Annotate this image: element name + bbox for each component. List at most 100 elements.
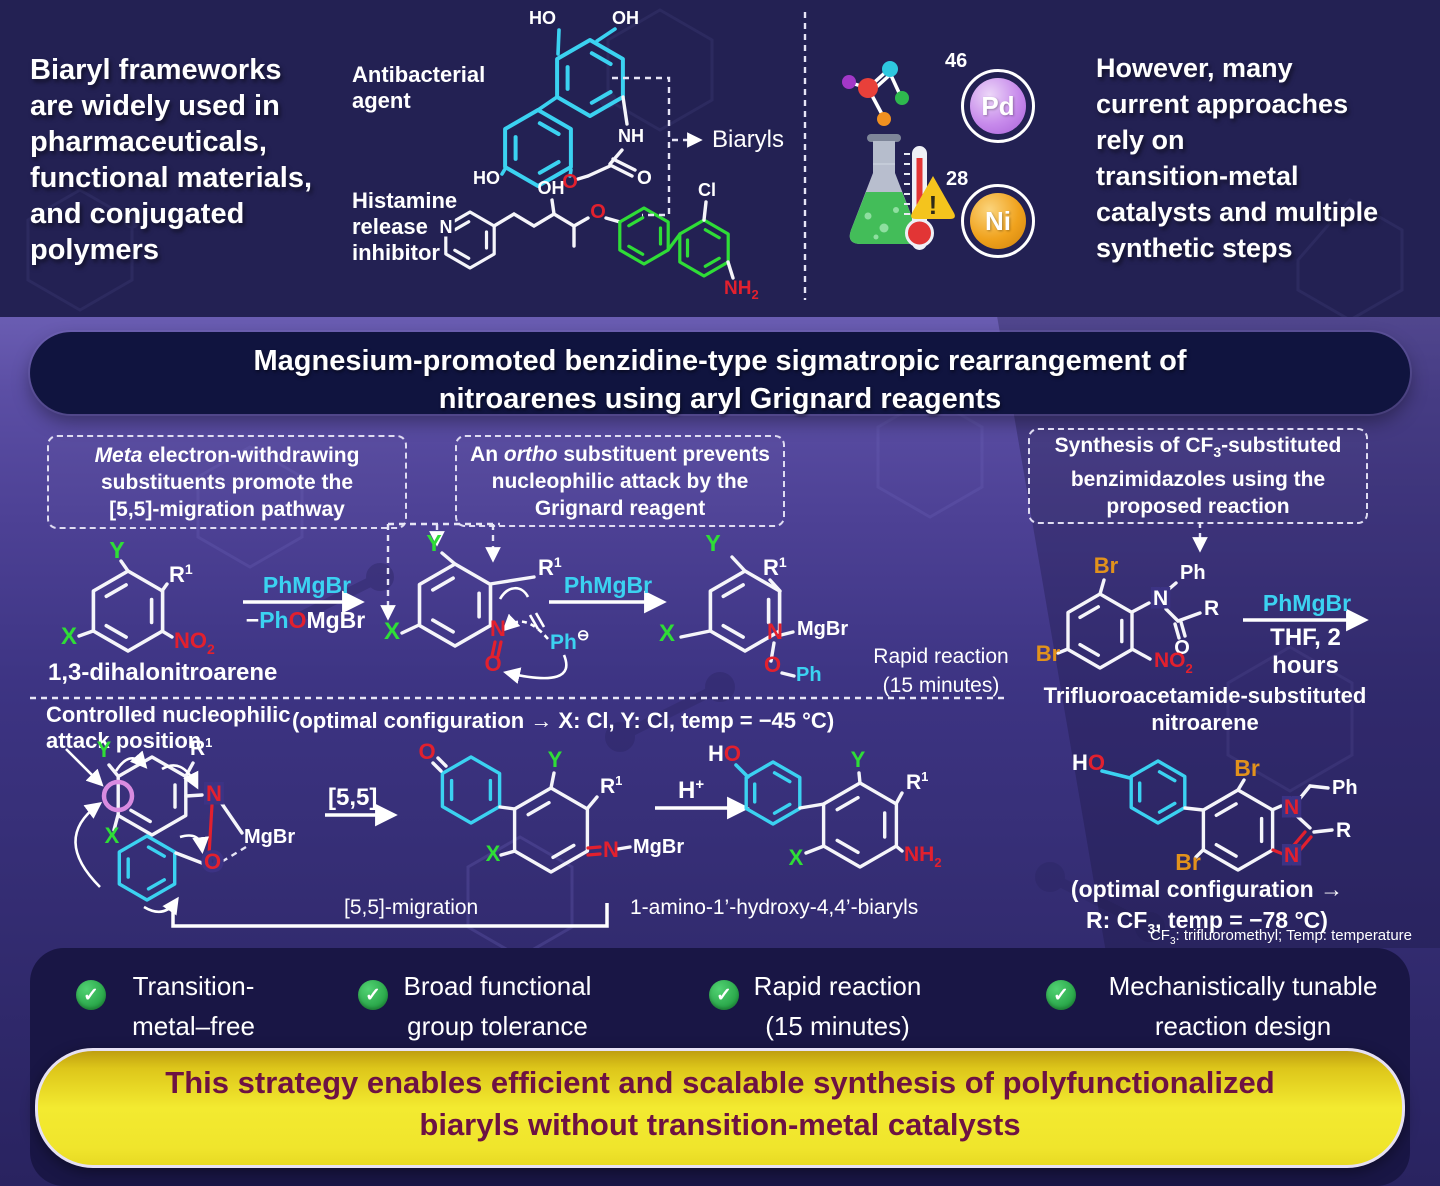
text-line: current approaches — [1096, 89, 1349, 119]
atom-label: Y — [426, 535, 442, 557]
atom-label: HO — [473, 168, 500, 188]
green-liquid — [849, 192, 919, 244]
structure-dihalonitroarene: Y R1 X NO2 — [61, 542, 215, 657]
atom-label: NO2 — [1154, 649, 1193, 676]
atom-label: MgBr — [244, 826, 295, 848]
atom-label: O — [637, 168, 652, 189]
blocked-attack-arrow — [502, 613, 549, 640]
text-span: MgBr — [306, 607, 366, 633]
label-line: nitroarene — [1151, 710, 1259, 735]
phenoxide-ring — [117, 834, 177, 902]
text-span: − — [245, 607, 260, 633]
benzene-ring — [555, 38, 625, 118]
text-line: synthetic steps — [1096, 233, 1293, 263]
thermometer-ticks — [904, 153, 910, 215]
structure-trifluoroacetamide-nitroarene: Br Br N Ph O R NO2 — [1036, 553, 1219, 676]
histamine-label: Histamine release inhibitor — [352, 188, 457, 266]
substrate1-label: 1,3-dihalonitroarene — [48, 659, 278, 686]
atom-label: O — [204, 849, 221, 874]
reagent-phmgbr-2: PhMgBr — [563, 572, 653, 598]
text-line: reaction design — [1154, 1011, 1332, 1041]
warning-exclamation: ! — [929, 190, 938, 220]
box-line: proposed reaction — [1106, 495, 1290, 519]
text-line: Rapid reaction — [873, 645, 1009, 668]
text-span: CF — [1149, 927, 1170, 944]
text-line: (15 minutes) — [765, 1011, 910, 1041]
reagent-phmgbr-3: PhMgBr — [1262, 590, 1352, 616]
check-icon: ✓ — [76, 980, 106, 1010]
rapid-reaction-note: Rapid reaction (15 minutes) — [866, 642, 1016, 700]
atom-label: O — [484, 651, 501, 676]
antibacterial-label: Antibacterial agent — [352, 62, 485, 114]
flask-icon: ! — [842, 61, 955, 250]
atom-label: R1 — [600, 773, 622, 798]
headline-line: polymers — [30, 234, 159, 266]
callout-cf3-benzimidazoles: Synthesis of CF3-substituted benzimidazo… — [1028, 428, 1368, 524]
ni-badge: Ni — [961, 184, 1035, 258]
subscript: 3 — [1147, 920, 1156, 937]
optimal-config-1: (optimal configuration → X: Cl, Y: Cl, t… — [292, 708, 835, 733]
conclusion-text: This strategy enables efficient and scal… — [35, 1062, 1405, 1146]
callout-meta-substituents: Meta electron-withdrawing substituents p… — [47, 435, 407, 529]
ni-atomic-number: 28 — [946, 168, 969, 190]
text-span: : trifluoromethyl; Temp: temperature — [1175, 927, 1412, 944]
box-line: Synthesis of CF3-substituted — [1030, 432, 1366, 466]
atom-label: R1 — [906, 769, 928, 794]
text-line: biaryls without transition-metal catalys… — [419, 1107, 1021, 1142]
text-span: substituent prevents — [557, 442, 770, 466]
benefit-tunable-design: Mechanistically tunable reaction design — [1078, 966, 1408, 1046]
text-span: O — [288, 607, 307, 633]
atom-label: R1 — [763, 554, 787, 580]
atom-label: Br — [1036, 641, 1061, 666]
benefit-functional-groups: Broad functional group tolerance — [390, 966, 605, 1046]
text-line: group tolerance — [407, 1011, 588, 1041]
problem-statement: However, many current approaches rely on… — [1096, 50, 1431, 266]
atom-label: O — [764, 652, 781, 677]
atom-label: R — [1204, 597, 1219, 620]
atom-label: Y — [548, 747, 563, 772]
atom-label: R1 — [190, 735, 212, 760]
atom-label: MgBr — [633, 836, 684, 858]
phenol-ring — [744, 760, 802, 826]
atom-label: X — [486, 841, 501, 866]
text-line: transition-metal — [1096, 161, 1299, 191]
label-line: inhibitor — [352, 240, 440, 265]
conclusion-banner — [35, 1048, 1405, 1168]
atom-label: Ph — [1180, 562, 1206, 584]
atom-label: N — [1284, 796, 1299, 819]
atom-label: R1 — [169, 561, 193, 587]
headline-line: are widely used in — [30, 90, 280, 122]
box-line: [5,5]-migration pathway — [109, 497, 345, 521]
atom-label: X — [789, 845, 804, 870]
box-line: benzimidazoles using the — [1070, 468, 1326, 492]
label-line: attack position — [46, 728, 202, 753]
text-line: This strategy enables efficient and scal… — [165, 1065, 1275, 1100]
text-span: H — [678, 777, 696, 804]
superscript: + — [695, 776, 705, 793]
text-span: Ph — [259, 607, 289, 633]
benzene-ring — [821, 781, 899, 869]
attack-position-circle — [101, 779, 135, 813]
text-line: catalysts and multiple — [1096, 197, 1379, 227]
phenyl-ring — [618, 206, 670, 266]
text-span: Synthesis of CF — [1054, 433, 1214, 457]
title-banner — [30, 332, 1410, 414]
atom-label: O — [562, 171, 578, 193]
migration-label: [5,5]-migration — [344, 896, 479, 919]
benzo-ring — [1201, 788, 1275, 872]
text-span: , temp = −78 °C) — [1155, 907, 1328, 933]
label-line: Antibacterial — [352, 62, 486, 87]
atom-label: OH — [612, 8, 639, 28]
structure-chelate-intermediate: Y R1 X N O MgBr — [65, 735, 295, 916]
main-title: Magnesium-promoted benzidine-type sigmat… — [30, 342, 1410, 418]
optimal-config-2: (optimal configuration → R: CF3, temp = … — [1062, 874, 1352, 945]
label-line: Histamine — [352, 188, 458, 213]
atom-label: Y — [109, 542, 125, 564]
label-line: Trifluoroacetamide-substituted — [1043, 683, 1367, 708]
attack-on-oxygen-arrow — [503, 654, 568, 684]
atom-label: N — [206, 781, 222, 806]
hplus-label: H+ — [678, 776, 704, 805]
atom-label: OH — [538, 178, 565, 198]
benzene-ring — [1066, 592, 1134, 670]
